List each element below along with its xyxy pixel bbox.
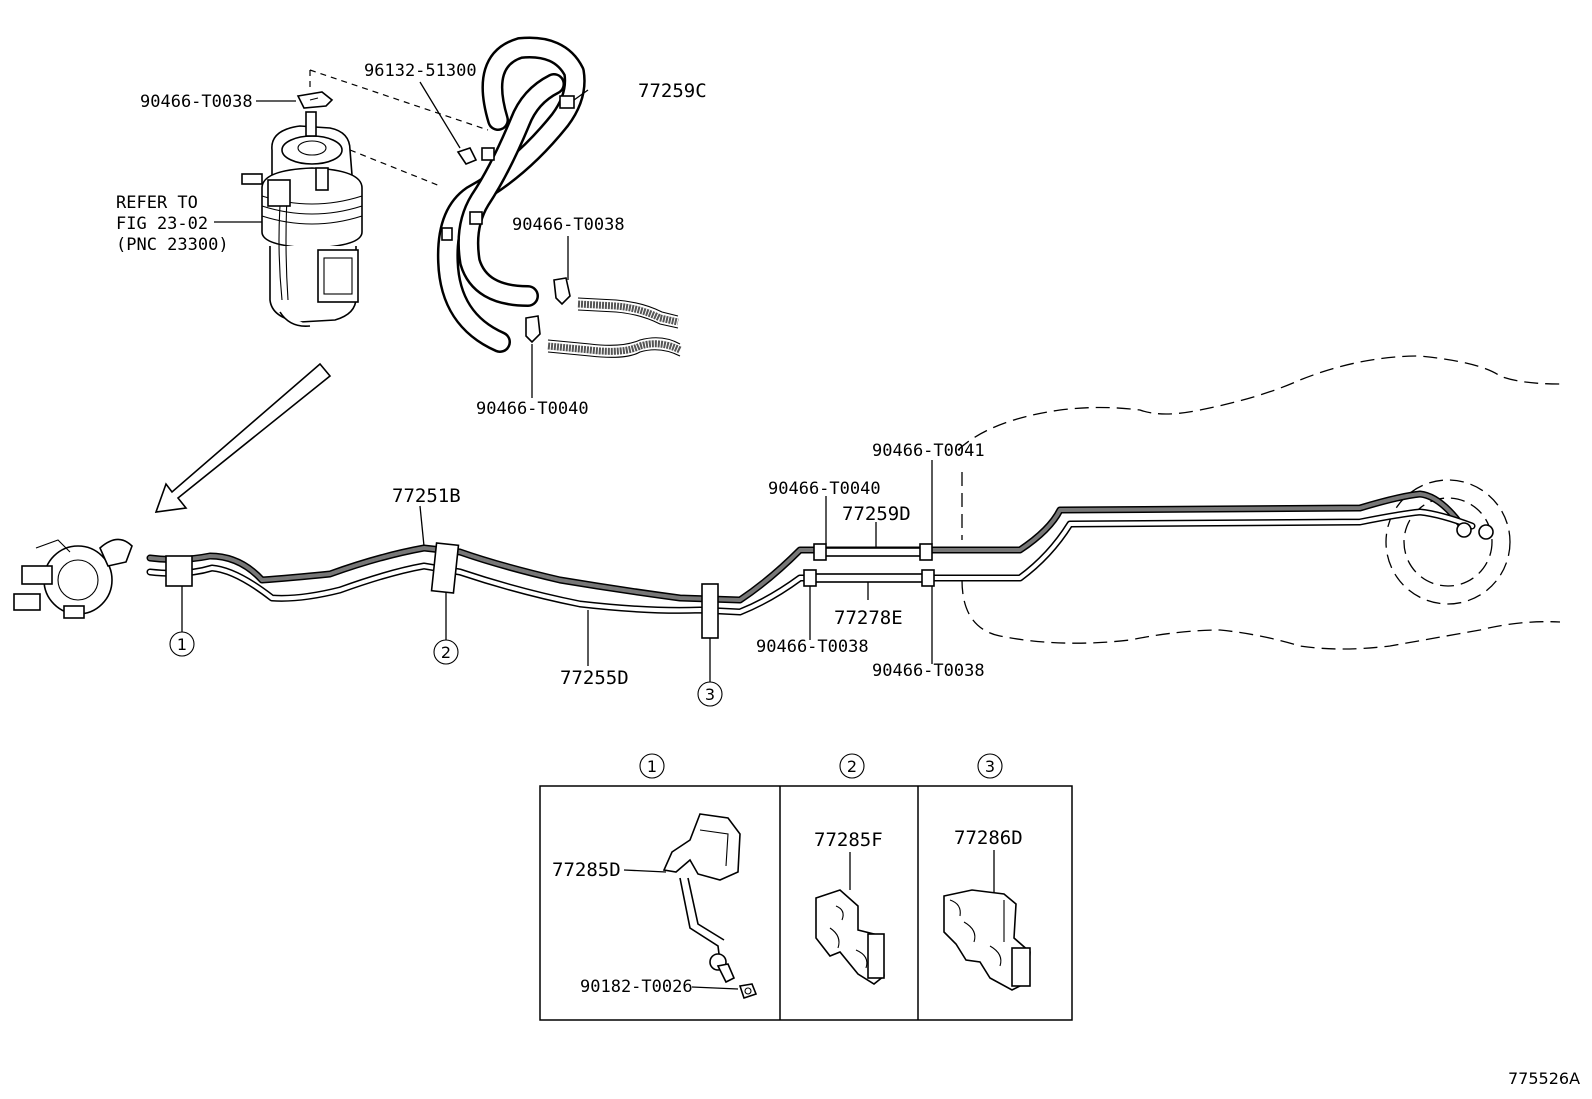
left-end-component [13, 538, 133, 619]
clamp-77286D-drawing [943, 889, 1031, 991]
label-90466-T0040-top: 90466-T0040 [476, 399, 589, 419]
label-77259C: 77259C [638, 80, 707, 102]
direction-arrow [154, 362, 332, 513]
label-refer-to: REFER TO [116, 193, 198, 213]
label-90466-T0041: 90466-T0041 [872, 441, 985, 461]
label-90466-T0038-lower-left: 90466-T0038 [756, 637, 869, 657]
figure-id: 775526A [1508, 1069, 1580, 1088]
label-90466-T0038-lower-right: 90466-T0038 [872, 661, 985, 681]
hose-assembly-77259C [436, 36, 586, 353]
clamp-1 [165, 555, 193, 587]
detail-box2-ref: 2 [847, 757, 857, 776]
detail-box3-part-label: 77286D [954, 827, 1023, 849]
detail-box1-ref: 1 [647, 757, 657, 776]
main-fuel-lines [146, 490, 1494, 616]
detail-box2-part-label: 77285F [814, 829, 883, 851]
circled-refs-main: 1 2 3 [169, 631, 723, 707]
detail-box1-part-label: 77285D [552, 859, 621, 881]
label-refer-fig: FIG 23-02 [116, 214, 208, 234]
label-90466-T0038-mid: 90466-T0038 [512, 215, 625, 235]
leader-lines [181, 81, 933, 682]
detail-box1-bolt-label: 90182-T0026 [580, 977, 693, 997]
dashed-guide-line-lower [349, 149, 441, 187]
vehicle-body-outline [957, 355, 1561, 650]
detail-box3-ref: 3 [985, 757, 995, 776]
label-77278E: 77278E [834, 607, 903, 629]
circled-ref-2: 2 [441, 643, 451, 662]
callout-labels: 90466-T0038 96132-51300 77259C REFER TO … [116, 61, 985, 689]
circled-ref-3: 3 [705, 685, 715, 704]
label-77259D: 77259D [842, 503, 911, 525]
detail-boxes: 1 77285D 90182-T0026 2 77285F 3 [539, 753, 1073, 1021]
label-77255D: 77255D [560, 667, 629, 689]
clamp-3 [701, 583, 719, 639]
label-77251B: 77251B [392, 485, 461, 507]
fuel-pump-assembly [241, 91, 363, 328]
clamp-77285F-drawing [815, 889, 885, 985]
dashed-guide-line-upper-h [309, 69, 489, 131]
circled-ref-1: 1 [177, 635, 187, 654]
bracket-77285D-drawing [662, 813, 758, 1000]
label-refer-pnc: (PNC 23300) [116, 235, 229, 255]
label-90466-T0038-top: 90466-T0038 [140, 92, 253, 112]
label-90466-T0040-right: 90466-T0040 [768, 479, 881, 499]
hose-end-connectors [525, 277, 682, 358]
label-96132-51300: 96132-51300 [364, 61, 477, 81]
clamp-2 [430, 542, 460, 594]
